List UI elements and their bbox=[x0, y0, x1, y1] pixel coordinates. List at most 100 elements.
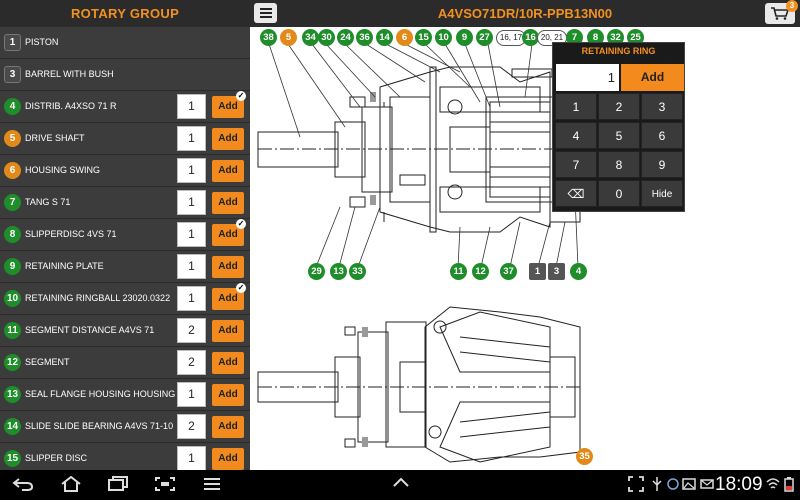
keypad-key-9[interactable]: 9 bbox=[641, 151, 683, 178]
sync-icon bbox=[667, 478, 679, 490]
callout-36[interactable]: 36 bbox=[356, 29, 373, 46]
add-to-cart-button[interactable]: Add bbox=[212, 160, 244, 182]
callout-3[interactable]: 3 bbox=[548, 263, 565, 280]
callout-37[interactable]: 37 bbox=[500, 263, 517, 280]
cart-button[interactable]: 3 bbox=[765, 0, 798, 24]
part-quantity-input[interactable]: 1 bbox=[177, 382, 206, 407]
menu-button[interactable] bbox=[254, 3, 277, 23]
part-name: PISTON bbox=[25, 37, 59, 47]
keypad-key-3[interactable]: 3 bbox=[641, 93, 683, 120]
callout-24[interactable]: 24 bbox=[337, 29, 354, 46]
callout-32[interactable]: 32 bbox=[607, 29, 624, 46]
callout-7[interactable]: 7 bbox=[566, 29, 583, 46]
keypad-key-5[interactable]: 5 bbox=[598, 122, 640, 149]
part-name: RETAINING PLATE bbox=[25, 261, 104, 271]
callout-15[interactable]: 15 bbox=[415, 29, 432, 46]
callout-4[interactable]: 4 bbox=[570, 263, 587, 280]
callout-38[interactable]: 38 bbox=[260, 29, 277, 46]
add-to-cart-button[interactable]: Add bbox=[212, 288, 244, 310]
callout-5[interactable]: 5 bbox=[280, 29, 297, 46]
cart-icon bbox=[771, 7, 789, 20]
hide-keypad-button[interactable]: Hide bbox=[641, 180, 683, 207]
usb-icon bbox=[652, 477, 662, 491]
callout-8[interactable]: 8 bbox=[587, 29, 604, 46]
part-quantity-input[interactable]: 1 bbox=[177, 158, 206, 183]
part-number-badge: 13 bbox=[4, 386, 21, 403]
part-quantity-input[interactable]: 1 bbox=[177, 446, 206, 470]
callout-9[interactable]: 9 bbox=[456, 29, 473, 46]
part-number-badge: 12 bbox=[4, 354, 21, 371]
backspace-key[interactable]: ⌫ bbox=[555, 180, 597, 207]
keypad-key-7[interactable]: 7 bbox=[555, 151, 597, 178]
back-icon[interactable] bbox=[12, 476, 34, 492]
part-quantity-input[interactable]: 1 bbox=[177, 222, 206, 247]
keypad-add-button[interactable]: Add bbox=[621, 64, 684, 91]
add-to-cart-button[interactable]: Add bbox=[212, 224, 244, 246]
part-quantity-input[interactable]: 2 bbox=[177, 414, 206, 439]
keypad-key-6[interactable]: 6 bbox=[641, 122, 683, 149]
callout-34[interactable]: 34 bbox=[302, 29, 319, 46]
part-quantity-input[interactable]: 1 bbox=[177, 190, 206, 215]
keypad-key-0[interactable]: 0 bbox=[598, 180, 640, 207]
part-quantity-input[interactable]: 1 bbox=[177, 286, 206, 311]
add-to-cart-button[interactable]: Add bbox=[212, 416, 244, 438]
callout-13[interactable]: 13 bbox=[330, 263, 347, 280]
callout-12[interactable]: 12 bbox=[472, 263, 489, 280]
callout-27[interactable]: 27 bbox=[476, 29, 493, 46]
add-to-cart-button[interactable]: Add bbox=[212, 448, 244, 470]
keypad-key-1[interactable]: 1 bbox=[555, 93, 597, 120]
add-to-cart-button[interactable]: Add bbox=[212, 352, 244, 374]
home-icon[interactable] bbox=[60, 476, 82, 492]
part-number-badge: 15 bbox=[4, 450, 21, 467]
callout-33[interactable]: 33 bbox=[349, 263, 366, 280]
screenshot-icon[interactable] bbox=[154, 476, 176, 492]
callout-30[interactable]: 30 bbox=[318, 29, 335, 46]
callout-6[interactable]: 6 bbox=[396, 29, 413, 46]
callout-14[interactable]: 14 bbox=[376, 29, 393, 46]
part-quantity-input[interactable]: 2 bbox=[177, 350, 206, 375]
menu-icon[interactable] bbox=[202, 476, 222, 492]
keypad-key-8[interactable]: 8 bbox=[598, 151, 640, 178]
add-to-cart-button[interactable]: Add bbox=[212, 192, 244, 214]
chevron-up-icon[interactable] bbox=[392, 476, 410, 488]
keypad-key-2[interactable]: 2 bbox=[598, 93, 640, 120]
callout-10[interactable]: 10 bbox=[435, 29, 452, 46]
add-to-cart-button[interactable]: Add bbox=[212, 96, 244, 118]
callout-16[interactable]: 16 bbox=[522, 29, 539, 46]
menu-icon-line bbox=[259, 12, 272, 14]
part-quantity-input[interactable]: 2 bbox=[177, 318, 206, 343]
part-quantity-input[interactable]: 1 bbox=[177, 94, 206, 119]
keypad-quantity-input[interactable]: 1 bbox=[556, 64, 619, 91]
callout-29[interactable]: 29 bbox=[308, 263, 325, 280]
recent-apps-icon[interactable] bbox=[107, 476, 129, 492]
callout-11[interactable]: 11 bbox=[450, 263, 467, 280]
callout-1[interactable]: 1 bbox=[529, 263, 546, 280]
keypad-key-4[interactable]: 4 bbox=[555, 122, 597, 149]
add-to-cart-button[interactable]: Add bbox=[212, 320, 244, 342]
part-quantity-input[interactable]: 1 bbox=[177, 126, 206, 151]
callout-35[interactable]: 35 bbox=[576, 448, 593, 465]
callout-16-17[interactable]: 16, 17 bbox=[496, 30, 526, 46]
add-to-cart-button[interactable]: Add bbox=[212, 256, 244, 278]
add-to-cart-button[interactable]: Add bbox=[212, 128, 244, 150]
part-quantity-input[interactable]: 1 bbox=[177, 254, 206, 279]
callout-25[interactable]: 25 bbox=[627, 29, 644, 46]
add-to-cart-button[interactable]: Add bbox=[212, 384, 244, 406]
